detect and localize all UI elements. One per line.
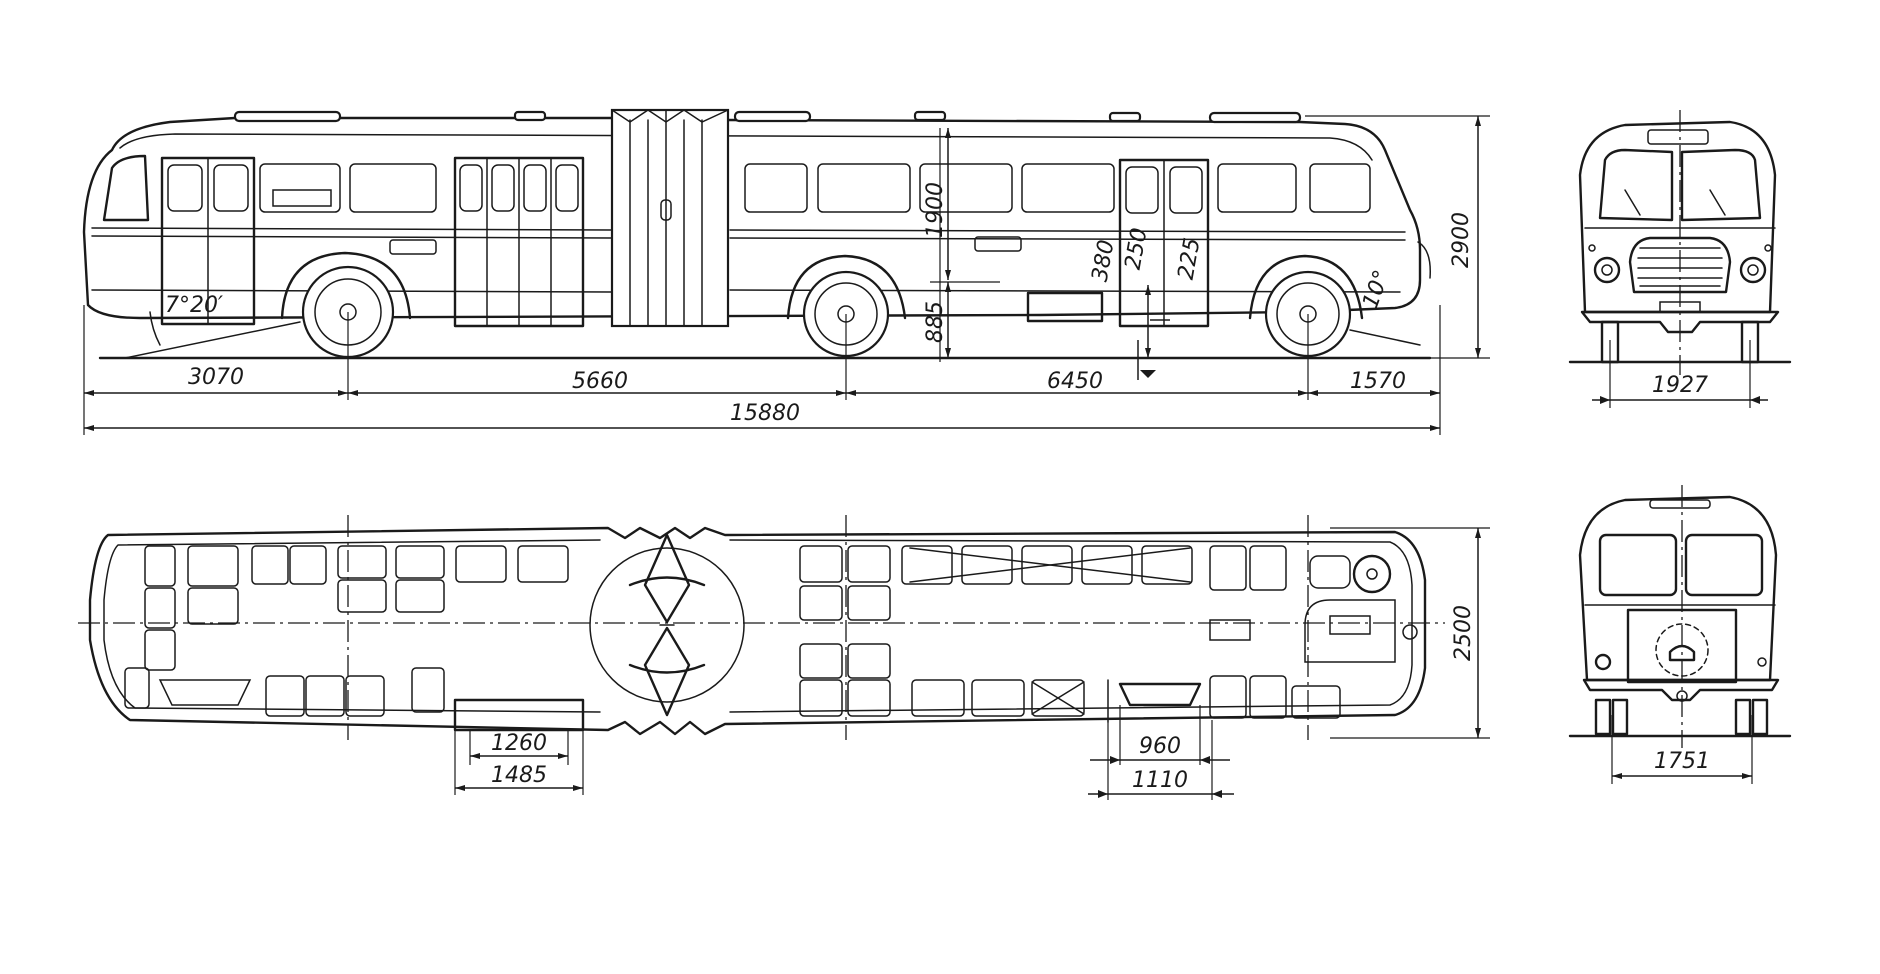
roof-vent — [1208, 111, 1302, 124]
front-wheel-arch — [280, 251, 412, 320]
rear-bumper — [1582, 678, 1780, 702]
driver-area — [1304, 554, 1418, 663]
dim-overall-length-label: 15880 — [730, 401, 800, 426]
rear-lamp-right — [1757, 657, 1767, 667]
rear-lamp-left — [1594, 653, 1612, 671]
side-window — [349, 163, 437, 213]
crossed-seats-row — [901, 545, 1193, 585]
front-view: 1927 — [1568, 110, 1792, 408]
rear-window-right — [1684, 533, 1764, 597]
destination-board — [272, 189, 332, 207]
dim-rear-door-inner-label: 960 — [1139, 734, 1181, 759]
approach-angle-line — [124, 321, 301, 359]
rear-body-outline — [1578, 495, 1778, 682]
rear-tyre-left-inner — [1611, 698, 1629, 736]
roof-vent — [233, 110, 342, 123]
side-window — [919, 163, 1013, 213]
front-body-outline — [1578, 120, 1777, 314]
articulation-turntable — [589, 533, 745, 717]
rear-window-left — [1598, 533, 1678, 597]
side-hatch — [389, 239, 437, 255]
dim-step-250-label: 250 — [1121, 226, 1153, 272]
battery-box — [1026, 291, 1104, 323]
dim-overall-height-label: 2900 — [1449, 212, 1474, 268]
dim-front-door-inner-label: 1260 — [491, 731, 547, 756]
dim-front-wheelbase-label: 5660 — [572, 369, 628, 394]
dim-floor-height-label: 885 — [923, 301, 948, 343]
front-destination-board — [1647, 129, 1709, 145]
roof-vent — [1108, 111, 1142, 123]
plan-rear-door — [1118, 682, 1202, 707]
rear-tyre-right-inner — [1734, 698, 1752, 736]
side-hatch — [974, 236, 1022, 252]
dim-rear-door-outer-label: 1110 — [1132, 768, 1188, 793]
door-window — [167, 164, 203, 212]
articulation-bellows — [610, 108, 730, 328]
roof-vent — [733, 110, 812, 123]
departure-angle-line — [1349, 329, 1421, 346]
front-windscreen-right — [1680, 148, 1762, 222]
front-section-seats — [124, 545, 569, 717]
dim-rear-wheelbase-label: 6450 — [1047, 369, 1103, 394]
dim-interior-height-label: 1900 — [923, 182, 948, 238]
dim-front-track-label: 1927 — [1652, 373, 1708, 398]
rear-tyre-right-outer — [1751, 698, 1769, 736]
dim-step-380-label: 380 — [1088, 238, 1120, 284]
dim-front-door-outer-label: 1485 — [491, 763, 547, 788]
departure-angle-label: 10° — [1358, 267, 1395, 312]
dim-step-225-label: 225 — [1174, 236, 1206, 282]
belt-line — [729, 229, 1406, 233]
plan-body-outline — [88, 526, 1427, 736]
rear-lamp — [1417, 241, 1431, 279]
roof-vent — [913, 110, 947, 122]
side-roof-line — [119, 133, 1373, 161]
side-window — [259, 163, 341, 213]
headlamp-left — [1593, 256, 1621, 284]
windscreen — [102, 154, 150, 222]
approach-angle-label: 7°20′ — [165, 293, 223, 318]
side-window — [1309, 163, 1371, 213]
side-view: 7°20′ 10° 1900 885 380 250 225 2900 — [82, 108, 1490, 435]
dim-rear-overhang-label: 1570 — [1350, 369, 1406, 394]
roof-vent — [513, 110, 547, 122]
headlamp-right — [1739, 256, 1767, 284]
front-windscreen-left — [1598, 148, 1674, 222]
plan-hatch — [1209, 619, 1251, 641]
rear-wheel-arch — [1248, 254, 1364, 320]
side-window — [1217, 163, 1297, 213]
side-window — [1021, 163, 1115, 213]
side-body-outline — [82, 116, 1422, 320]
belt-line — [729, 237, 1406, 241]
side-window — [817, 163, 911, 213]
dim-rear-track-label: 1751 — [1654, 749, 1710, 774]
side-window — [744, 163, 808, 213]
plan-middle-door — [453, 698, 585, 732]
door-window — [213, 164, 249, 212]
dim-front-overhang-label: 3070 — [188, 365, 244, 390]
belt-line — [91, 227, 613, 231]
rear-section-seats — [799, 545, 1341, 719]
rear-tyre-left-outer — [1594, 698, 1612, 736]
middle-wheel-arch — [786, 254, 907, 320]
rear-view: 1751 — [1568, 485, 1792, 784]
rear-handle — [1668, 644, 1696, 662]
belt-line — [91, 235, 613, 239]
dim-overall-width-label: 2500 — [1451, 605, 1476, 661]
plan-view: 2500 1260 1485 960 1110 — [78, 515, 1490, 800]
